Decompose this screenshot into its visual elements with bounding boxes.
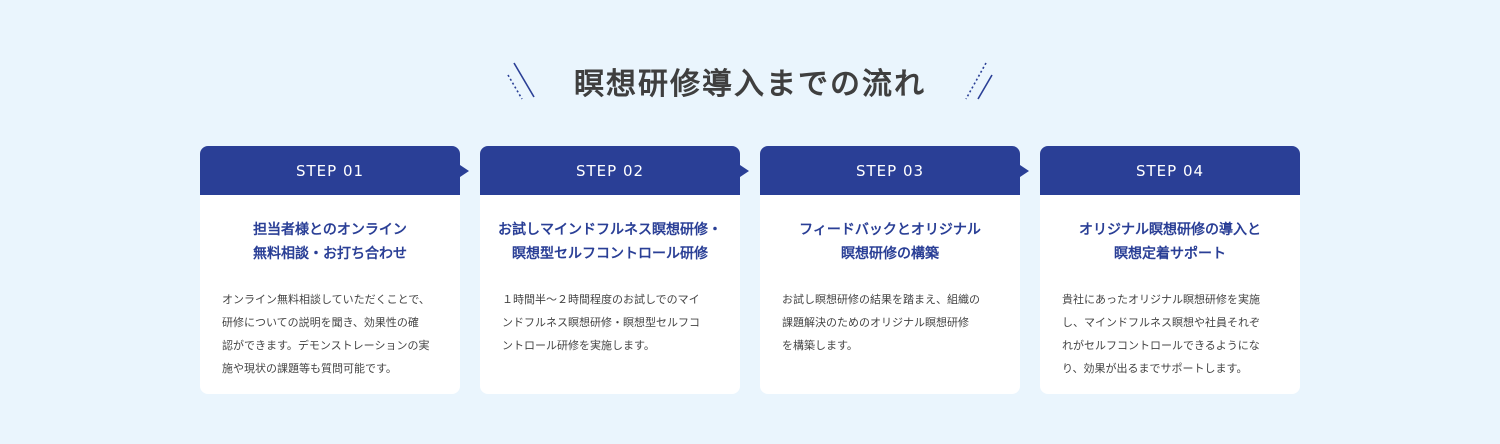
step-title: お試しマインドフルネス瞑想研修・ 瞑想型セルフコントロール研修 <box>480 218 740 266</box>
step-title-line: 担当者様とのオンライン <box>253 222 407 238</box>
step-title: フィードバックとオリジナル 瞑想研修の構築 <box>760 218 1020 266</box>
step-card-3: STEP 03 フィードバックとオリジナル 瞑想研修の構築 お試し瞑想研修の結果… <box>760 146 1029 394</box>
arrow-right-icon <box>460 165 469 177</box>
step-title-line: 瞑想型セルフコントロール研修 <box>512 246 708 262</box>
step-label: STEP 01 <box>295 161 365 180</box>
step-header: STEP 01 <box>200 146 469 195</box>
page-title: 瞑想研修導入までの流れ <box>574 67 926 102</box>
step-title-line: 無料相談・お打ち合わせ <box>253 246 407 262</box>
step-card-1: STEP 01 担当者様とのオンライン 無料相談・お打ち合わせ オンライン無料相… <box>200 146 469 394</box>
step-desc-line: り、効果が出るまでサポートします。 <box>1062 362 1248 375</box>
step-flow: STEP 01 担当者様とのオンライン 無料相談・お打ち合わせ オンライン無料相… <box>200 146 1300 394</box>
arrow-right-icon <box>1020 165 1029 177</box>
step-description: １時間半～２時間程度のお試しでのマイ ンドフルネス瞑想研修・瞑想型セルフコ ント… <box>480 288 740 357</box>
step-description: 貴社にあったオリジナル瞑想研修を実施 し、マインドフルネス瞑想や社員それぞ れが… <box>1040 288 1300 380</box>
step-label: STEP 02 <box>575 161 645 180</box>
step-label: STEP 04 <box>1135 161 1205 180</box>
step-header: STEP 03 <box>760 146 1029 195</box>
step-desc-line: を構築します。 <box>782 339 858 352</box>
step-desc-line: 貴社にあったオリジナル瞑想研修を実施 <box>1062 293 1260 306</box>
step-desc-line: 研修についての説明を聞き、効果性の確 <box>222 316 419 329</box>
step-label: STEP 03 <box>855 161 925 180</box>
step-title: 担当者様とのオンライン 無料相談・お打ち合わせ <box>200 218 460 266</box>
step-desc-line: お試し瞑想研修の結果を踏まえ、組織の <box>782 293 980 306</box>
step-desc-line: ントロール研修を実施します。 <box>502 339 655 352</box>
arrow-right-icon <box>740 165 749 177</box>
step-desc-line: オンライン無料相談していただくことで、 <box>222 293 430 306</box>
step-title-line: 瞑想研修の構築 <box>841 246 939 262</box>
slash-deco-icon <box>965 62 993 100</box>
slash-deco-icon <box>507 62 535 100</box>
step-desc-line: ンドフルネス瞑想研修・瞑想型セルフコ <box>502 316 700 329</box>
step-description: オンライン無料相談していただくことで、 研修についての説明を聞き、効果性の確 認… <box>200 288 460 380</box>
step-title-line: オリジナル瞑想研修の導入と <box>1079 222 1261 238</box>
step-card-2: STEP 02 お試しマインドフルネス瞑想研修・ 瞑想型セルフコントロール研修 … <box>480 146 749 394</box>
step-title: オリジナル瞑想研修の導入と 瞑想定着サポート <box>1040 218 1300 266</box>
step-header: STEP 04 <box>1040 146 1300 195</box>
step-card-4: STEP 04 オリジナル瞑想研修の導入と 瞑想定着サポート 貴社にあったオリジ… <box>1040 146 1300 394</box>
step-desc-line: １時間半～２時間程度のお試しでのマイ <box>502 293 700 306</box>
step-desc-line: 施や現状の課題等も質問可能です。 <box>222 362 397 375</box>
step-title-line: 瞑想定着サポート <box>1114 246 1226 262</box>
step-desc-line: れがセルフコントロールできるようにな <box>1062 339 1260 352</box>
step-desc-line: 課題解決のためのオリジナル瞑想研修 <box>782 316 969 329</box>
step-title-line: フィードバックとオリジナル <box>799 222 981 238</box>
step-header: STEP 02 <box>480 146 749 195</box>
step-desc-line: 認ができます。デモンストレーションの実 <box>222 339 430 352</box>
step-desc-line: し、マインドフルネス瞑想や社員それぞ <box>1062 316 1260 329</box>
section-header: 瞑想研修導入までの流れ <box>0 56 1500 106</box>
step-title-line: お試しマインドフルネス瞑想研修・ <box>498 222 722 238</box>
step-description: お試し瞑想研修の結果を踏まえ、組織の 課題解決のためのオリジナル瞑想研修 を構築… <box>760 288 1020 357</box>
